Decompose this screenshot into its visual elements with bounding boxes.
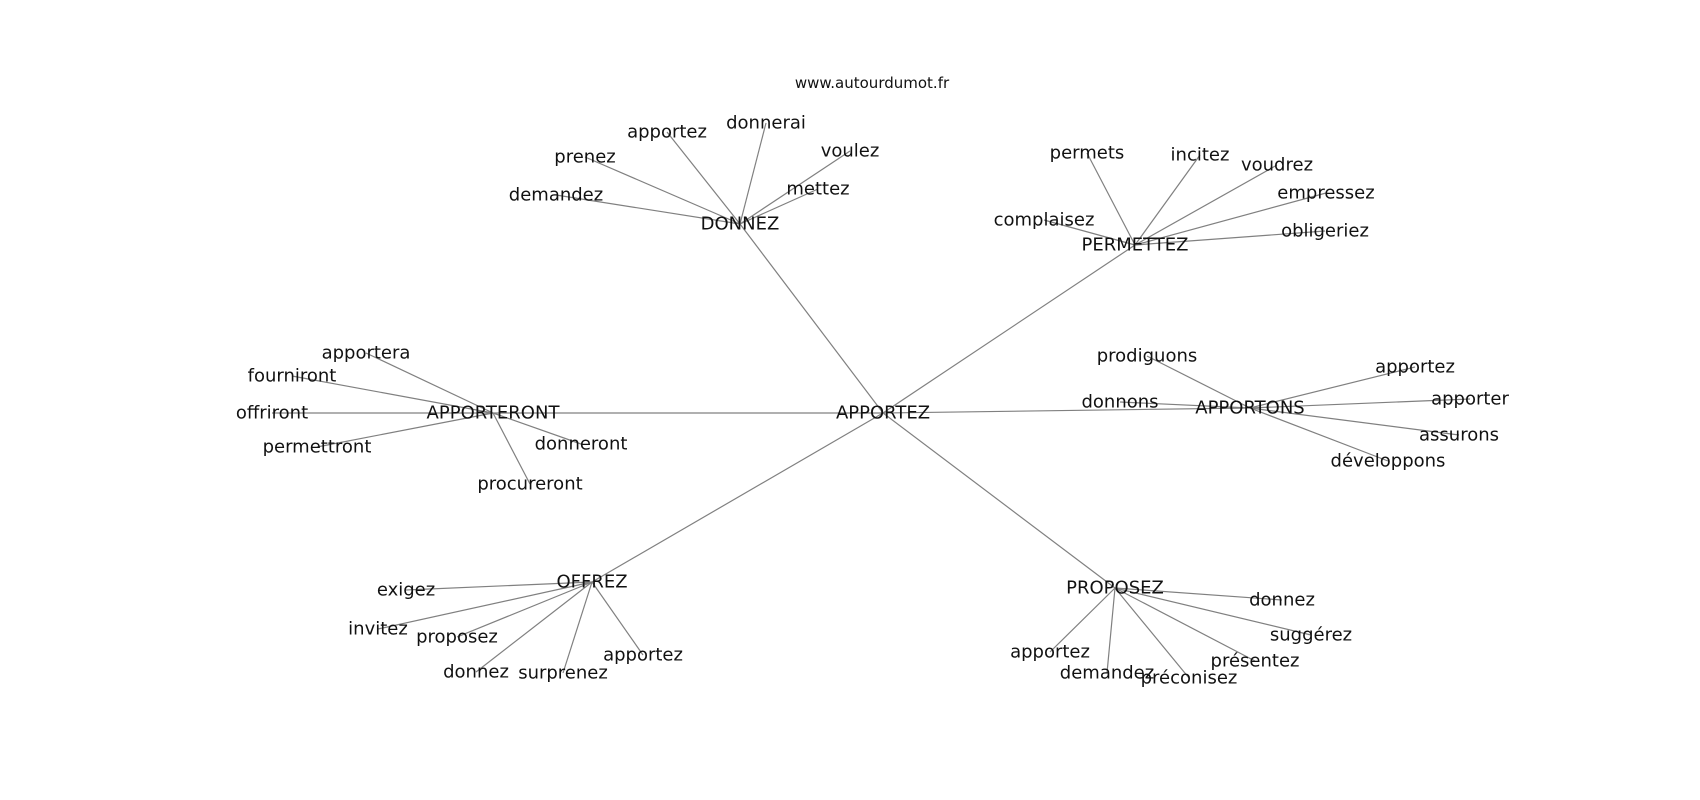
edge-proposez-leaf <box>1106 587 1116 674</box>
edge-center-to-donnez <box>739 223 884 414</box>
edge-apportons-leaf <box>1146 355 1251 409</box>
edge-donnez-leaf <box>584 156 741 225</box>
leaf-node-label: donneront <box>535 434 628 455</box>
edge-apporteront-leaf <box>365 352 494 414</box>
edge-offrez-leaf <box>562 581 593 674</box>
edge-permettez-leaf <box>1134 154 1201 246</box>
edge-donnez-leaf <box>739 122 767 225</box>
leaf-node-label: présentez <box>1211 651 1300 672</box>
edge-apportons-leaf <box>1119 401 1251 409</box>
edge-apporteront-leaf <box>492 412 582 445</box>
leaf-node-label: demandez <box>509 185 603 206</box>
cluster-node-label: DONNEZ <box>701 214 780 235</box>
edge-proposez-leaf <box>1114 587 1190 679</box>
leaf-node-label: complaisez <box>994 210 1095 231</box>
edge-donnez-leaf <box>555 194 741 225</box>
leaf-node-label: procureront <box>477 474 582 495</box>
leaf-node-label: proposez <box>416 627 498 648</box>
edge-proposez-leaf <box>1114 587 1256 662</box>
leaf-node-label: apportez <box>627 122 707 143</box>
graph-edges <box>272 122 1471 679</box>
edge-center-to-permettez <box>882 244 1136 414</box>
edge-offrez-leaf <box>377 581 593 630</box>
edge-apportons-leaf <box>1249 366 1416 409</box>
edge-permettez-leaf <box>1134 230 1326 246</box>
leaf-node-label: invitez <box>348 619 408 640</box>
edge-apporteront-leaf <box>291 375 494 414</box>
leaf-node-label: apporter <box>1431 389 1509 410</box>
cluster-node-label: APPORTONS <box>1195 398 1304 419</box>
cluster-node-label: PERMETTEZ <box>1081 235 1188 256</box>
edge-apporteront-leaf <box>492 412 531 485</box>
leaf-node-label: obligeriez <box>1281 221 1369 242</box>
leaf-node-label: préconisez <box>1141 668 1238 689</box>
edge-permettez-leaf <box>1134 164 1278 246</box>
leaf-node-label: demandez <box>1060 663 1154 684</box>
edge-offrez-leaf <box>456 581 593 638</box>
graph-labels: APPORTEZ DONNEZ demandez prenez apportez donn… <box>236 113 1510 689</box>
leaf-node-label: voudrez <box>1241 155 1313 176</box>
edge-center-to-offrez <box>591 412 884 583</box>
leaf-node-label: apportez <box>603 645 683 666</box>
leaf-node-label: surprenez <box>518 663 608 684</box>
leaf-node-label: permettront <box>263 437 372 458</box>
edge-permettez-leaf <box>1134 192 1327 246</box>
leaf-node-label: voulez <box>821 141 880 162</box>
leaf-node-label: incitez <box>1171 145 1230 166</box>
edge-donnez-leaf <box>739 188 819 225</box>
edge-apportons-leaf <box>1249 398 1471 409</box>
leaf-node-label: apportez <box>1010 642 1090 663</box>
leaf-node-label: donnez <box>1249 590 1315 611</box>
edge-offrez-leaf <box>591 581 644 656</box>
leaf-node-label: apportera <box>322 343 411 364</box>
edge-permettez-leaf <box>1086 152 1136 246</box>
leaf-node-label: développons <box>1331 451 1446 472</box>
leaf-node-label: donnons <box>1081 392 1158 413</box>
leaf-node-label: mettez <box>786 179 849 200</box>
edge-apportons-leaf <box>1249 407 1389 462</box>
edge-offrez-leaf <box>405 581 593 591</box>
leaf-node-label: donnez <box>443 662 509 683</box>
edge-proposez-leaf <box>1049 587 1116 653</box>
edge-proposez-leaf <box>1114 587 1283 601</box>
edge-center-to-apportons <box>882 407 1251 414</box>
leaf-node-label: apportez <box>1375 357 1455 378</box>
edge-donnez-leaf <box>666 131 741 225</box>
edge-center-to-proposez <box>882 412 1116 589</box>
edge-offrez-leaf <box>475 581 593 673</box>
leaf-node-label: donnerai <box>726 113 806 134</box>
watermark-text: www.autourdumot.fr <box>795 74 950 92</box>
leaf-node-label: suggérez <box>1270 625 1352 646</box>
center-node-label: APPORTEZ <box>836 403 930 424</box>
leaf-node-label: prodiguons <box>1097 346 1198 367</box>
leaf-node-label: assurons <box>1419 425 1499 446</box>
leaf-node-label: fourniront <box>248 366 337 387</box>
leaf-node-label: offriront <box>236 403 308 424</box>
leaf-node-label: empressez <box>1277 183 1374 204</box>
leaf-node-label: prenez <box>554 147 615 168</box>
edge-permettez-leaf <box>1043 219 1136 246</box>
edge-donnez-leaf <box>739 150 851 225</box>
edge-apporteront-leaf <box>316 412 494 448</box>
cluster-node-label: OFFREZ <box>556 572 627 593</box>
leaf-node-label: exigez <box>377 580 435 601</box>
edge-apportons-leaf <box>1249 407 1460 436</box>
leaf-node-label: permets <box>1050 143 1125 164</box>
edge-proposez-leaf <box>1114 587 1312 636</box>
cluster-node-label: APPORTERONT <box>427 403 561 424</box>
cluster-node-label: PROPOSEZ <box>1066 578 1164 599</box>
